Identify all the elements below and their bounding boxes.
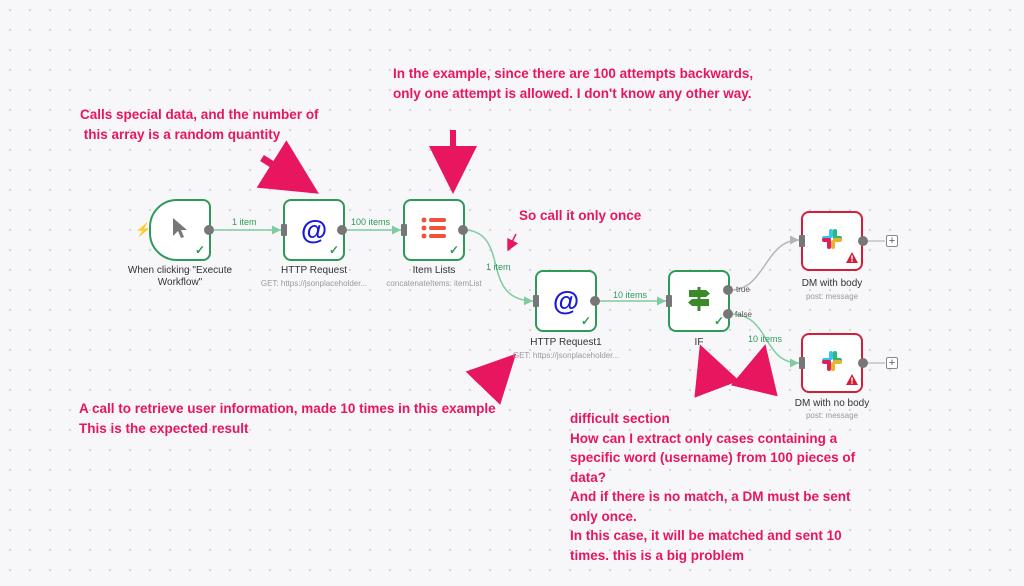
add-node-button[interactable]: + (886, 235, 898, 247)
node-label-http-request: HTTP Request (281, 265, 347, 276)
node-sub-http-request1: GET: https://jsonplaceholder... (512, 351, 620, 360)
annotation-arrow-3 (507, 233, 519, 252)
annotation-user-info: A call to retrieve user information, mad… (79, 401, 496, 436)
success-check-icon: ✓ (713, 314, 724, 328)
signpost-icon (686, 286, 712, 317)
port-in-http-request[interactable] (281, 224, 287, 236)
node-item-lists[interactable]: ✓ (403, 199, 465, 261)
node-label-dm-with-no-body: DM with no body (794, 398, 870, 409)
edge-if-true-dmbody (730, 235, 800, 291)
annotation-special-data: Calls special data, and the number of th… (80, 107, 319, 142)
node-label-dm-with-body: DM with body (801, 278, 863, 289)
node-dm-with-body[interactable] (801, 211, 863, 271)
node-http-request1[interactable]: @ ✓ (535, 270, 597, 332)
lightning-icon: ⚡ (135, 222, 152, 237)
node-label-trigger: When clicking "Execute Workflow" (127, 265, 233, 288)
node-dm-with-no-body[interactable] (801, 333, 863, 393)
edge-label-3: 1 item (486, 262, 511, 272)
branch-label-true: true (736, 285, 750, 294)
node-sub-dm-with-body: post: message (805, 292, 859, 301)
node-sub-http-request: GET: https://jsonplaceholder... (260, 279, 368, 288)
annotation-attempts: In the example, since there are 100 atte… (393, 66, 754, 101)
cursor-icon (170, 216, 190, 245)
edge-label-5: 10 items (748, 334, 783, 344)
annotation-arrow-6 (730, 344, 778, 397)
branch-label-false: false (735, 310, 752, 319)
slack-icon (820, 227, 844, 256)
port-in-dm-with-body[interactable] (799, 235, 805, 247)
edge-if-false-dmnobody (730, 313, 800, 368)
port-out-if-true[interactable] (723, 285, 733, 295)
annotation-arrow-4 (465, 353, 517, 405)
port-in-if[interactable] (666, 295, 672, 307)
edge-label-4: 10 items (613, 290, 648, 300)
success-check-icon: ✓ (580, 314, 591, 328)
port-out-http-request[interactable] (337, 225, 347, 235)
success-check-icon: ✓ (194, 243, 205, 257)
node-label-http-request1: HTTP Request1 (530, 337, 602, 348)
annotation-call-once: So call it only once (519, 208, 642, 223)
port-out-dm-with-body[interactable] (858, 236, 868, 246)
annotation-arrow-1 (256, 140, 319, 194)
edge-itemlists-http2 (466, 229, 534, 306)
node-sub-dm-with-no-body: post: message (805, 411, 859, 420)
edge-label-1: 1 item (232, 217, 257, 227)
node-sub-item-lists: concatenateItems: itemList (386, 279, 482, 288)
port-in-item-lists[interactable] (401, 224, 407, 236)
port-in-dm-with-no-body[interactable] (799, 357, 805, 369)
edge-label-2: 100 items (351, 217, 391, 227)
node-http-request[interactable]: @ ✓ (283, 199, 345, 261)
port-in-http-request1[interactable] (533, 295, 539, 307)
add-node-button[interactable]: + (886, 357, 898, 369)
port-out-item-lists[interactable] (458, 225, 468, 235)
port-out-trigger[interactable] (204, 225, 214, 235)
annotation-difficult-section: difficult section How can I extract only… (570, 411, 856, 563)
port-out-dm-with-no-body[interactable] (858, 358, 868, 368)
slack-icon (820, 349, 844, 378)
annotation-arrow-5 (694, 344, 740, 398)
port-out-http-request1[interactable] (590, 296, 600, 306)
node-if[interactable]: ✓ (668, 270, 730, 332)
port-out-if-false[interactable] (723, 309, 733, 319)
success-check-icon: ✓ (328, 243, 339, 257)
node-trigger[interactable]: ✓ (149, 199, 211, 261)
at-sign-icon: @ (552, 285, 580, 316)
warning-icon (846, 372, 858, 390)
list-icon (421, 217, 447, 244)
at-sign-icon: @ (300, 214, 328, 245)
success-check-icon: ✓ (448, 243, 459, 257)
warning-icon (846, 250, 858, 268)
node-label-if: IF (694, 337, 704, 348)
node-label-item-lists: Item Lists (412, 265, 456, 276)
